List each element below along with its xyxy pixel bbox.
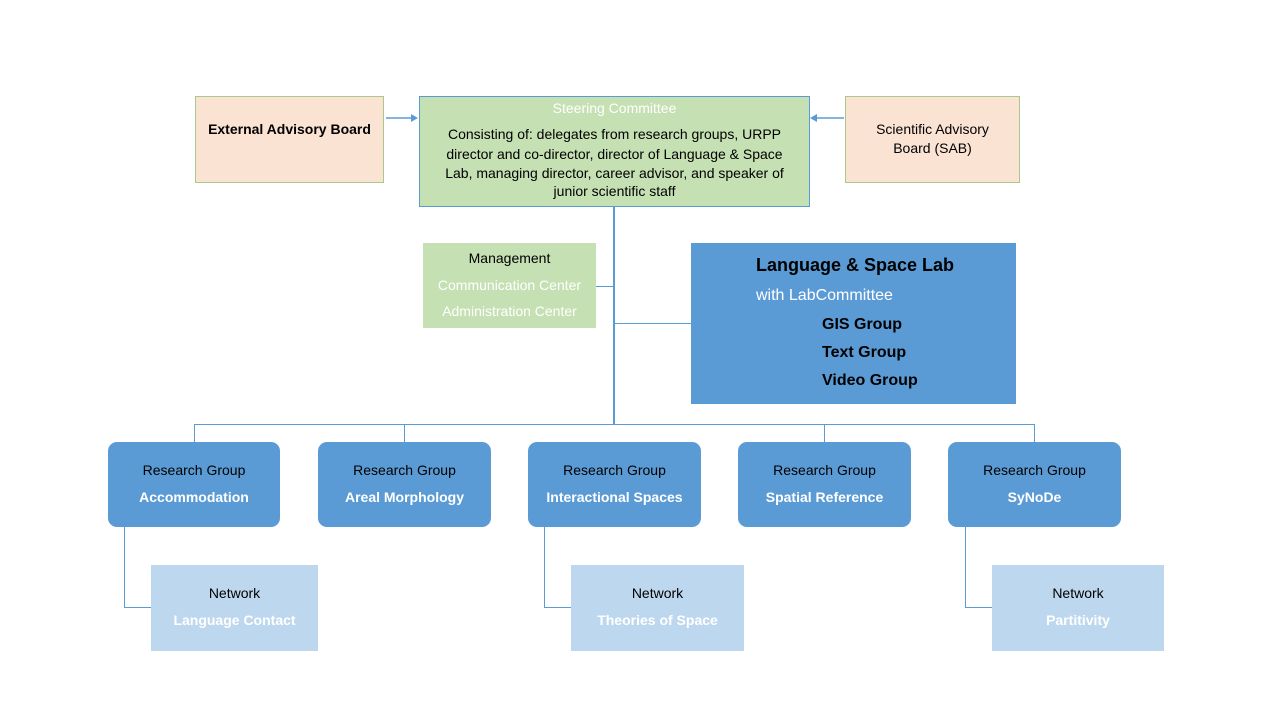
- research-group-synode: Research Group SyNoDe: [948, 442, 1121, 527]
- lab-group: GIS Group: [822, 316, 902, 333]
- network-prefix: Network: [1052, 585, 1104, 601]
- management-item: Communication Center: [437, 277, 582, 293]
- network-prefix: Network: [631, 585, 684, 601]
- network-theories-of-space: Network Theories of Space: [571, 565, 744, 651]
- connector-rg5: [1034, 424, 1035, 442]
- arrow-external-to-steering: [386, 114, 418, 122]
- connector-network1-h: [124, 607, 151, 608]
- steering-committee-line: Lab, managing director, career advisor, …: [445, 165, 784, 181]
- management-box: Management Communication Center Administ…: [423, 243, 596, 328]
- steering-committee-title: Steering Committee: [552, 100, 677, 116]
- research-group-areal-morphology: Research Group Areal Morphology: [318, 442, 491, 527]
- connector-rg1: [194, 424, 195, 442]
- connector-research-bus: [194, 424, 1035, 425]
- research-group-interactional-spaces: Research Group Interactional Spaces: [528, 442, 701, 527]
- management-item: Administration Center: [442, 303, 577, 319]
- connector-network3-v: [965, 527, 966, 608]
- scientific-advisory-board: Scientific Advisory Board (SAB): [845, 96, 1020, 183]
- network-name: Theories of Space: [597, 612, 718, 628]
- network-name: Partitivity: [1046, 612, 1110, 628]
- research-group-name: SyNoDe: [1007, 489, 1062, 505]
- connector-rg4: [824, 424, 825, 442]
- research-group-prefix: Research Group: [353, 462, 456, 478]
- research-group-name: Interactional Spaces: [546, 489, 683, 505]
- steering-committee: Steering Committee Consisting of: delega…: [419, 96, 810, 207]
- lab-group: Text Group: [822, 344, 907, 361]
- connector-network2-h: [544, 607, 571, 608]
- arrow-scientific-to-steering: [810, 114, 844, 122]
- steering-committee-line: director and co-director, director of La…: [446, 146, 783, 162]
- research-group-name: Areal Morphology: [344, 489, 464, 505]
- connector-steering-trunk: [613, 206, 615, 425]
- connector-management: [596, 286, 614, 287]
- steering-committee-line: Consisting of: delegates from research g…: [447, 126, 782, 142]
- research-group-name: Spatial Reference: [765, 489, 884, 505]
- research-group-prefix: Research Group: [983, 462, 1086, 478]
- scientific-advisory-board-label: Scientific Advisory Board (SAB): [876, 121, 989, 156]
- external-advisory-board: External Advisory Board: [195, 96, 384, 183]
- network-language-contact: Network Language Contact: [151, 565, 318, 651]
- language-space-lab: Language & Space Lab with LabCommittee G…: [691, 243, 1016, 404]
- network-prefix: Network: [208, 585, 261, 601]
- research-group-spatial-reference: Research Group Spatial Reference: [738, 442, 911, 527]
- network-name: Language Contact: [173, 612, 296, 628]
- external-advisory-board-label: External Advisory Board: [208, 121, 371, 137]
- research-group-accommodation: Research Group Accommodation: [108, 442, 280, 527]
- lab-title: Language & Space Lab: [756, 255, 955, 275]
- connector-network2-v: [544, 527, 545, 608]
- lab-subtitle: with LabCommittee: [756, 287, 893, 304]
- connector-network1-v: [124, 527, 125, 608]
- lab-group: Video Group: [822, 372, 918, 389]
- steering-committee-line: junior scientific staff: [553, 183, 676, 199]
- research-group-prefix: Research Group: [142, 462, 246, 478]
- connector-network3-h: [965, 607, 992, 608]
- network-partitivity: Network Partitivity: [992, 565, 1164, 651]
- research-group-prefix: Research Group: [563, 462, 666, 478]
- research-group-name: Accommodation: [139, 489, 249, 505]
- connector-lab: [614, 323, 691, 324]
- management-title: Management: [468, 250, 551, 266]
- research-group-prefix: Research Group: [773, 462, 876, 478]
- connector-rg2: [404, 424, 405, 442]
